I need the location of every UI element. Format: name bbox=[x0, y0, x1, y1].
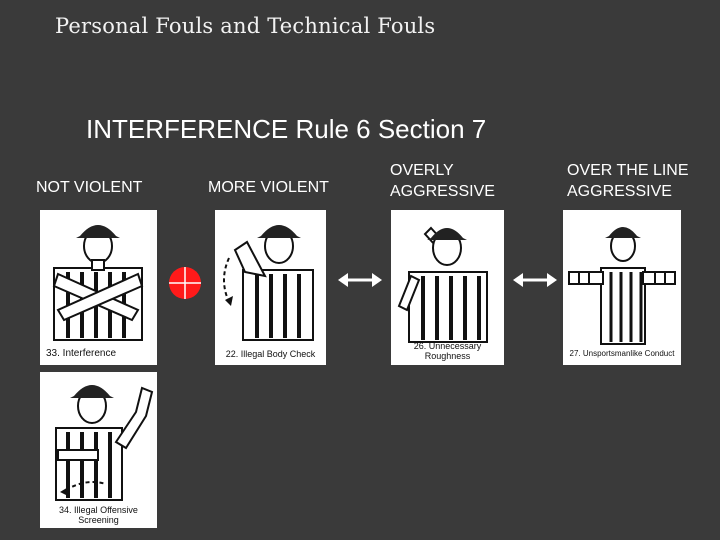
label-more-violent: MORE VIOLENT bbox=[208, 177, 329, 198]
label-over-line-line2: AGGRESSIVE bbox=[567, 181, 689, 202]
label-overly-line1: OVERLY bbox=[390, 160, 495, 181]
slide-title: Personal Fouls and Technical Fouls bbox=[55, 14, 435, 38]
label-overly-aggressive: OVERLY AGGRESSIVE bbox=[390, 160, 495, 202]
caption-screening-line2: Screening bbox=[40, 515, 157, 525]
label-not-violent: NOT VIOLENT bbox=[36, 177, 142, 198]
rule-subtitle: INTERFERENCE Rule 6 Section 7 bbox=[86, 114, 486, 145]
label-overly-line2: AGGRESSIVE bbox=[390, 181, 495, 202]
caption-illegal-screening: 34. Illegal Offensive Screening bbox=[40, 505, 157, 525]
caption-illegal-body-check: 22. Illegal Body Check bbox=[215, 349, 326, 359]
crosshair-circle-icon bbox=[167, 265, 203, 301]
referee-interference-figure bbox=[40, 210, 157, 365]
referee-body-check-figure bbox=[215, 210, 326, 365]
caption-unnecessary-roughness: 26. Unnecessary Roughness bbox=[391, 341, 504, 361]
signal-card-unsportsmanlike: 27. Unsportsmanlike Conduct bbox=[563, 210, 681, 365]
label-over-the-line: OVER THE LINE AGGRESSIVE bbox=[567, 160, 689, 202]
referee-unsportsmanlike-figure bbox=[563, 210, 681, 365]
label-over-line-line1: OVER THE LINE bbox=[567, 160, 689, 181]
double-arrow-icon bbox=[513, 270, 557, 290]
signal-card-interference: 33. Interference bbox=[40, 210, 157, 365]
double-arrow-icon bbox=[338, 270, 382, 290]
caption-interference: 33. Interference bbox=[40, 349, 157, 359]
caption-screening-line1: 34. Illegal Offensive bbox=[40, 505, 157, 515]
caption-unsportsmanlike: 27. Unsportsmanlike Conduct bbox=[563, 349, 681, 359]
signal-card-illegal-screening: 34. Illegal Offensive Screening bbox=[40, 372, 157, 528]
signal-card-unnecessary-roughness: 26. Unnecessary Roughness bbox=[391, 210, 504, 365]
signal-card-illegal-body-check: 22. Illegal Body Check bbox=[215, 210, 326, 365]
